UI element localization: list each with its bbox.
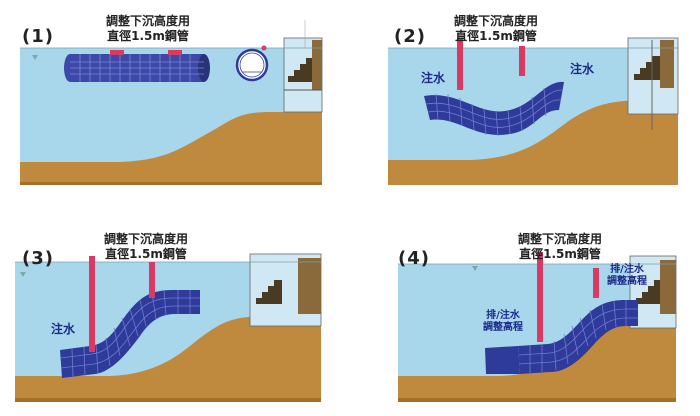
seabed — [15, 316, 321, 402]
revetment-steps — [256, 280, 282, 304]
steel-pipe-right — [149, 262, 155, 298]
water-inflow-label-left: 注水 — [421, 71, 446, 85]
seabed — [398, 316, 676, 402]
curved-tunnel-element — [424, 81, 564, 137]
panel-step-1: (1) 調整下沉高度用 直徑1.5m鋼管 — [0, 0, 350, 200]
caption-line-2: 直徑1.5m鋼管 — [105, 247, 187, 261]
water-level-icon — [20, 272, 26, 277]
steel-pipe-left — [537, 252, 543, 342]
caption-line-1: 調整下沉高度用 — [103, 232, 188, 246]
panel-4-illustration — [398, 252, 677, 402]
step-number: (4) — [398, 248, 430, 269]
revetment-steps — [634, 56, 660, 80]
step-number: (3) — [22, 248, 54, 269]
steel-pipe-left — [89, 256, 95, 352]
water-level-icon — [32, 55, 38, 60]
revetment-steps — [288, 58, 312, 82]
sinking-tunnel-element — [60, 289, 200, 378]
caption-line-2: 直徑1.5m鋼管 — [455, 29, 537, 43]
panel-step-2: (2) 調整下沉高度用 直徑1.5m鋼管 注水 注水 — [350, 0, 700, 200]
caption-line-1: 調整下沉高度用 — [105, 14, 190, 28]
drain-fill-note-right-line-1: 排/注水 — [610, 264, 644, 275]
step-number: (2) — [394, 26, 426, 47]
caption-line-1: 調整下沉高度用 — [453, 14, 538, 28]
water-level-icon — [472, 266, 478, 271]
tunnel-cross-section — [235, 45, 269, 82]
water-inflow-label: 注水 — [51, 322, 76, 336]
panel-3-illustration — [15, 253, 322, 402]
adjacent-tunnel-element — [485, 346, 520, 374]
panel-step-3: (3) 調整下沉高度用 直徑1.5m鋼管 注水 — [0, 212, 350, 416]
seabed — [20, 112, 322, 185]
drain-fill-note-right-line-2: 調整高程 — [607, 276, 647, 287]
seabed — [388, 100, 678, 185]
steel-pipe-left — [457, 38, 463, 90]
placed-tunnel-element — [485, 300, 638, 374]
drain-fill-note-left-line-2: 調整高程 — [483, 322, 523, 333]
panel-2-illustration — [388, 37, 679, 185]
revetment-steps — [636, 280, 662, 304]
steel-pipe-right — [593, 268, 599, 298]
steel-pipe-right — [519, 46, 525, 76]
panel-1-illustration — [20, 20, 323, 185]
caption-line-2: 直徑1.5m鋼管 — [519, 247, 601, 261]
floating-tunnel-element — [64, 50, 210, 82]
caption-line-1: 調整下沉高度用 — [517, 232, 602, 246]
water-inflow-label-right: 注水 — [570, 62, 595, 76]
step-number: (1) — [22, 26, 54, 47]
drain-fill-note-left-line-1: 排/注水 — [486, 310, 520, 321]
caption-line-2: 直徑1.5m鋼管 — [107, 29, 189, 43]
panel-step-4: (4) 調整下沉高度用 直徑1.5m鋼管 排/注水 調整高程 排/注水 調整高程 — [350, 212, 700, 416]
